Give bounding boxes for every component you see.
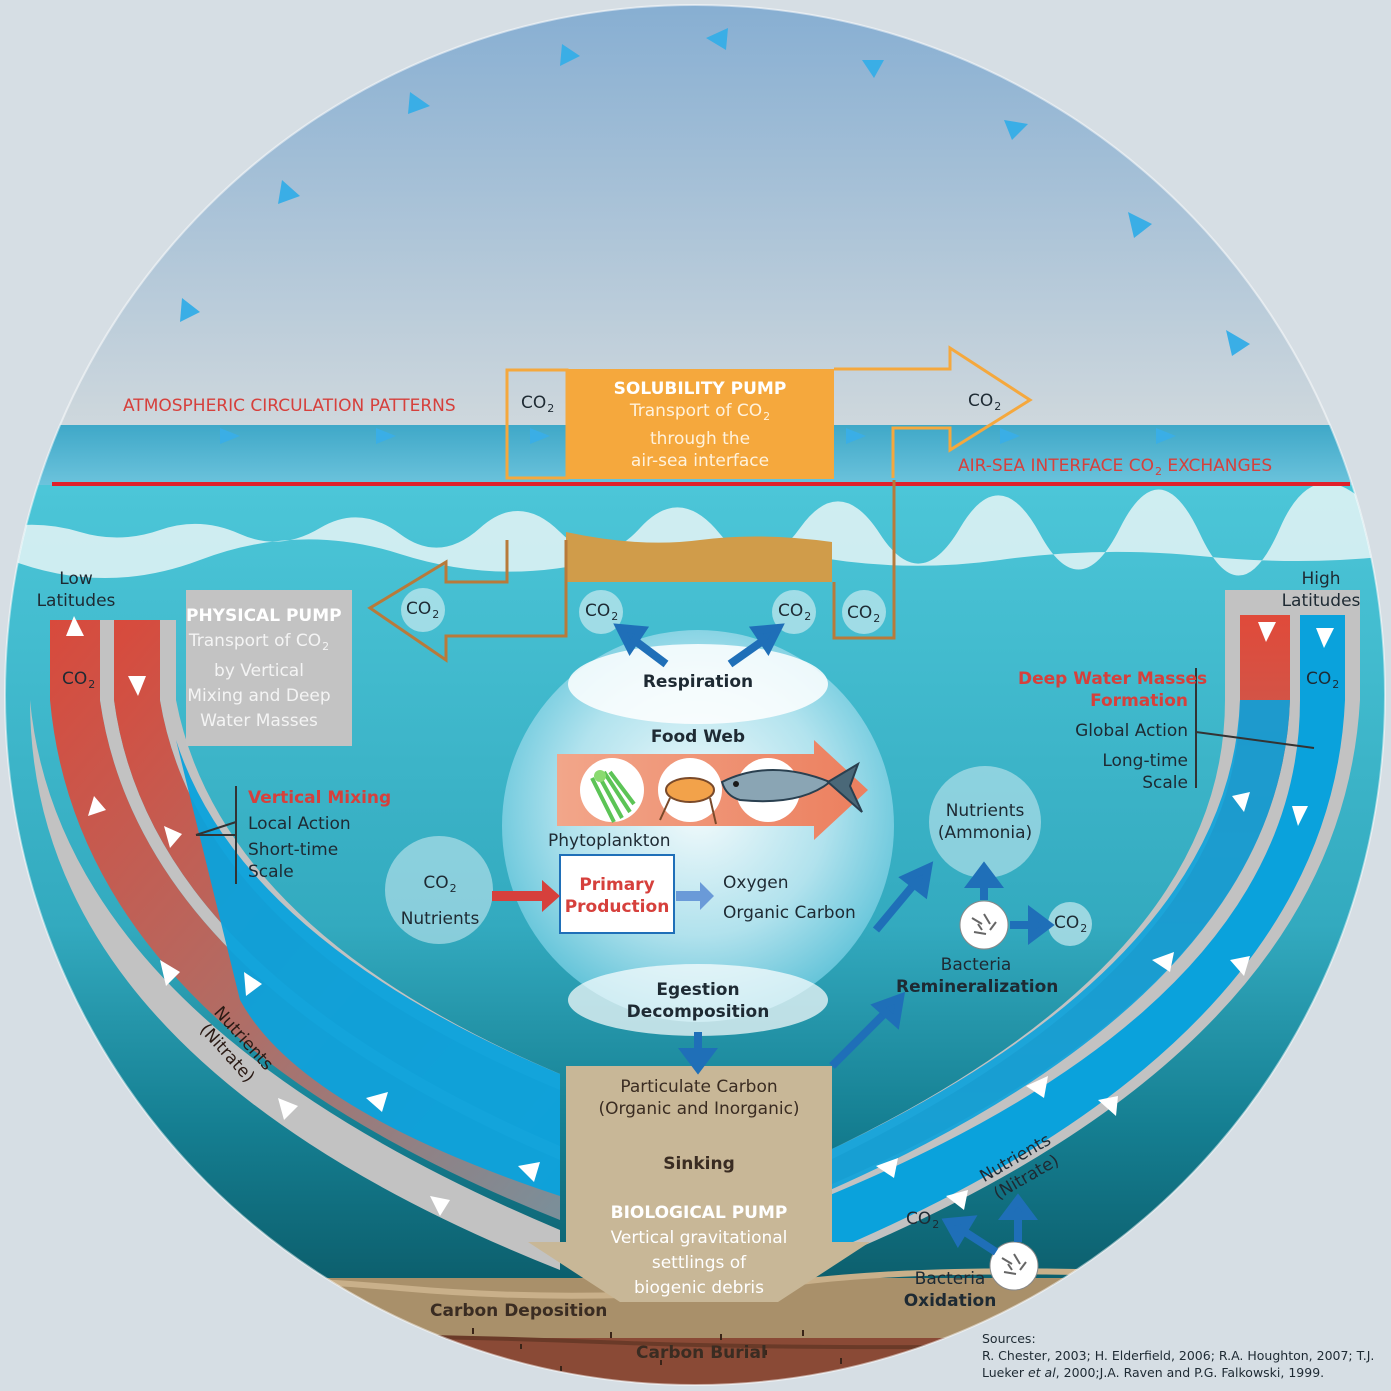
bacteria-icon-oxidation [989,1241,1039,1291]
low-latitude-bands [30,590,560,1270]
particulate-carbon-label: Particulate Carbon(Organic and Inorganic… [598,1077,800,1119]
sinking-label: Sinking [663,1154,735,1174]
physical-pump-arrow [186,480,896,746]
oxygen-label: Oxygen [723,873,789,893]
co2-bubble-physical [401,588,445,632]
physical-pump-title: PHYSICAL PUMP [186,606,342,626]
deep-water-bracket [1195,668,1315,788]
respiration-co2-left: CO2 [585,601,619,623]
biological-pump-text: BIOLOGICAL PUMP Vertical gravitational s… [566,1201,832,1301]
co2-bubble-respiration-left [579,590,623,634]
sky [5,5,1385,430]
solubility-pump-title: SOLUBILITY PUMP [613,379,787,399]
respiration-label: Respiration [642,672,754,692]
phytoplankton-icon [590,770,636,823]
air-sea-interface-label: AIR-SEA INTERFACE CO2 EXCHANGES [958,456,1273,478]
co2-bubble-solubility [842,590,886,634]
deep-water-title: Deep Water Masses [1018,669,1208,689]
carbon-deposition-label: Carbon Deposition [430,1301,608,1321]
ammonia-bubble [929,766,1041,878]
ammonia-nutrients-label: Nutrients(Ammonia) [937,801,1033,843]
atmosphere-flow-arrows [180,28,1250,444]
atmospheric-circulation-label: ATMOSPHERIC CIRCULATION PATTERNS [123,396,456,416]
flow-direction-arrows [66,616,1334,1216]
deep-water-text: Deep Water Masses Formation Global Actio… [1018,669,1208,793]
physical-co2-box-label: CO2 [847,603,881,625]
remineralization-label: Bacteria Remineralization [896,955,1059,997]
fish-icon [720,761,863,813]
production-outputs: Oxygen Organic Carbon [723,868,856,928]
carbon-burial-label: Carbon Burial [636,1343,767,1363]
primary-production-box [559,854,675,934]
sources-block: Sources: R. Chester, 2003; H. Elderfield… [982,1331,1375,1380]
zooplankton-icon [659,777,717,825]
foam [5,483,1385,579]
solubility-co2-left: CO2 [521,393,555,415]
high-latitude-bands [830,590,1360,1260]
organic-carbon-label: Organic Carbon [723,903,856,923]
solubility-pump-text: SOLUBILITY PUMP Transport of CO2 through… [566,378,834,472]
biological-pump-title: BIOLOGICAL PUMP [610,1203,788,1223]
phytoplankton-bloom [566,532,832,582]
vertical-mixing-bracket [195,786,237,884]
input-bubble [385,836,493,944]
co2-bubble-remineralization [1048,902,1092,946]
input-bubble-text: CO2 Nutrients [400,873,480,929]
solubility-pump-arrow [505,345,1033,480]
food-web-arrow [557,740,868,840]
vertical-mixing-title: Vertical Mixing [248,788,392,808]
co2-bubble-respiration-right [772,590,816,634]
physical-co2-arrow-label: CO2 [406,599,440,621]
high-latitudes-co2: CO2 [1306,669,1340,691]
primary-production-arrows [492,880,714,912]
sources-heading: Sources: [982,1331,1036,1346]
food-web-label: Food Web [650,727,746,747]
low-latitudes-co2: CO2 [62,669,96,691]
remineralization-co2: CO2 [1054,913,1088,935]
oxidation-co2: CO2 [906,1209,940,1231]
oxidation-label: Bacteria Oxidation [903,1269,997,1311]
phytoplankton-label: Phytoplankton [548,831,671,851]
vertical-mixing-text: Vertical Mixing Local Action Short-time … [248,785,391,883]
nutrient-flow-arrows [613,623,1055,1256]
respiration-co2-right: CO2 [778,601,812,623]
solubility-co2-right: CO2 [968,391,1002,413]
biological-pump-column [528,1066,870,1302]
physical-pump-text: PHYSICAL PUMP Transport of CO2 by Vertic… [186,606,342,731]
bacteria-icon-remineralization [959,900,1009,950]
